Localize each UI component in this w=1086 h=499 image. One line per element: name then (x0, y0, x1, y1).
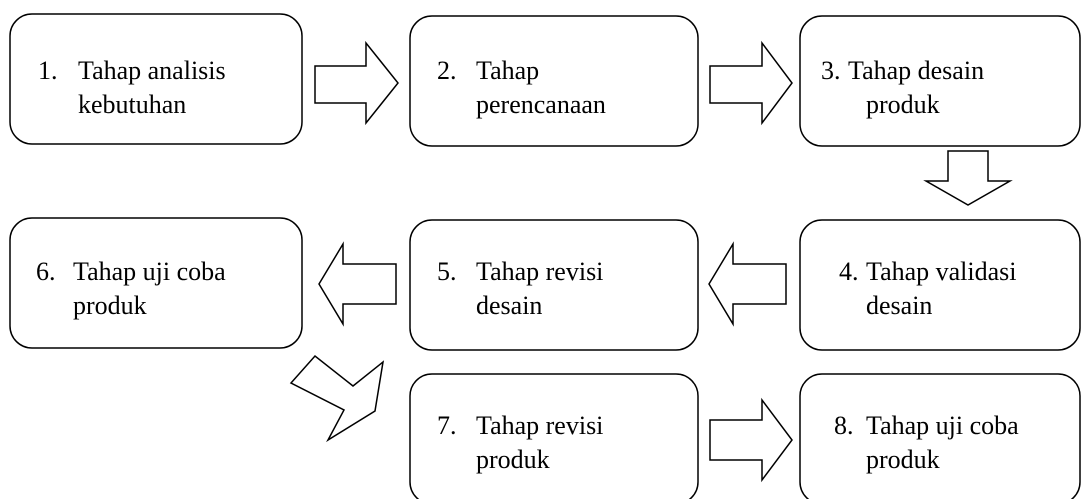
arrow-left-icon (318, 241, 397, 327)
step-6-number: 6. (36, 257, 56, 286)
step-3-box: 3. Tahap desain produk (799, 15, 1081, 147)
step-1-box: 1. Tahap analisis kebutuhan (9, 13, 303, 145)
step-4-number: 4. (839, 257, 859, 286)
step-4-label-line2: desain (866, 291, 932, 320)
step-8-label-line2: produk (866, 445, 940, 474)
step-1-label-line1: Tahap analisis (78, 56, 226, 85)
step-2-label-line1: Tahap (476, 56, 539, 85)
step-8-label-line1: Tahap uji coba (866, 411, 1019, 440)
step-2-label-line2: perencanaan (476, 90, 606, 119)
step-5-label-line2: desain (476, 291, 542, 320)
step-5-box: 5. Tahap revisi desain (409, 219, 699, 351)
arrow-right-icon (314, 40, 399, 126)
step-4-label-line1: Tahap validasi (866, 257, 1017, 286)
step-7-number: 7. (437, 411, 457, 440)
arrow-diagonal-icon (289, 354, 385, 443)
step-1-label-line2: kebutuhan (78, 90, 186, 119)
arrow-left-icon (708, 241, 787, 327)
arrow-down-icon (923, 150, 1013, 206)
step-3-label-line1: Tahap desain (848, 56, 984, 85)
step-6-label-line1: Tahap uji coba (73, 257, 226, 286)
step-7-label-line1: Tahap revisi (476, 411, 603, 440)
step-3-number: 3. (821, 56, 841, 85)
step-6-label-line2: produk (73, 291, 147, 320)
step-8-box: 8. Tahap uji coba produk (799, 373, 1081, 499)
arrow-right-icon (709, 397, 793, 483)
step-8-number: 8. (834, 411, 854, 440)
step-3-label-line2: produk (866, 90, 940, 119)
step-1-number: 1. (38, 56, 58, 85)
step-2-number: 2. (437, 56, 457, 85)
step-6-box: 6. Tahap uji coba produk (9, 217, 303, 349)
step-5-number: 5. (437, 257, 457, 286)
step-7-label-line2: produk (476, 445, 550, 474)
arrow-right-icon (709, 40, 793, 126)
step-4-box: 4. Tahap validasi desain (799, 219, 1081, 351)
step-5-label-line1: Tahap revisi (476, 257, 603, 286)
step-7-box: 7. Tahap revisi produk (409, 373, 699, 499)
step-2-box: 2. Tahap perencanaan (409, 15, 699, 147)
